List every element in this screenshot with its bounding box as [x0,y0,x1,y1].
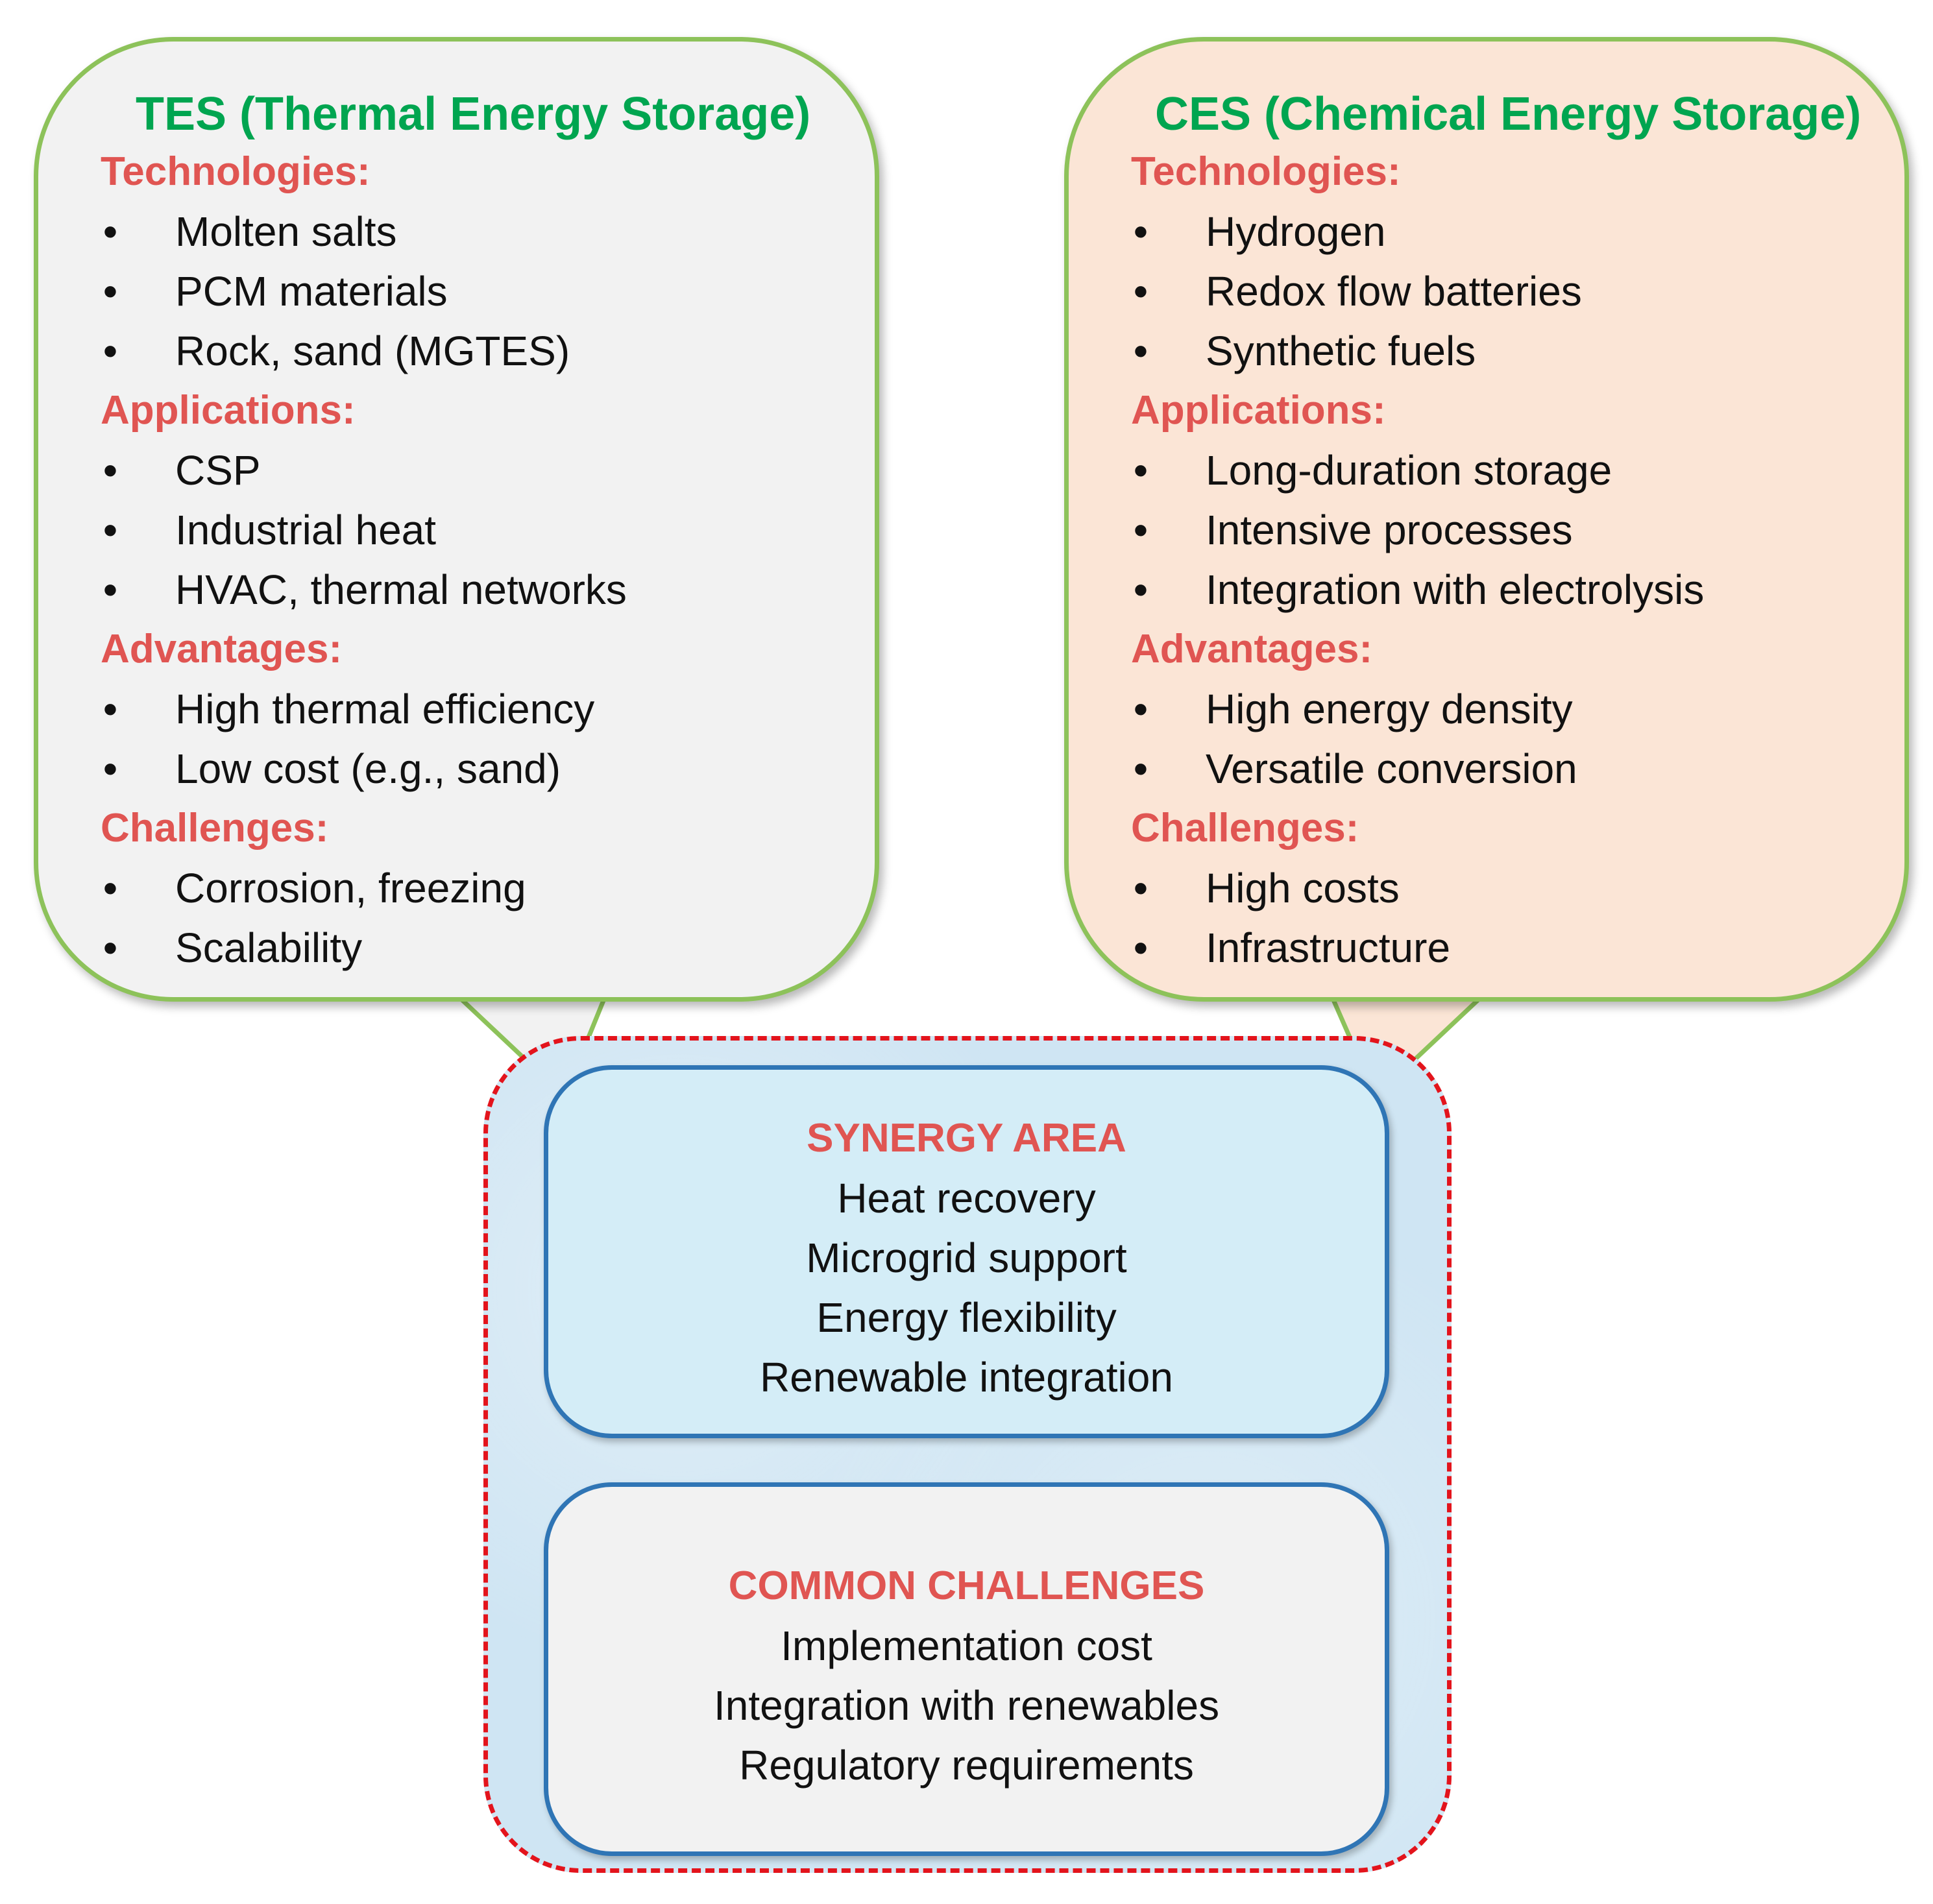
bullet-icon: • [103,865,118,911]
ces-list-item: •Long-duration storage [1131,440,1878,500]
tes-list-item: •Rock, sand (MGTES) [101,321,849,381]
tes-list-item: •Industrial heat [101,500,849,560]
tes-applications-heading: Applications: [101,388,356,433]
ces-advantages-heading: Advantages: [1131,627,1373,671]
tes-challenges-heading: Challenges: [101,806,329,850]
bullet-icon: • [1133,745,1149,792]
ces-applications-heading: Applications: [1131,388,1386,433]
bullet-icon: • [1133,208,1149,255]
bullet-icon: • [103,268,118,315]
bullet-icon: • [1133,686,1149,732]
common-challenge-item: Regulatory requirements [739,1742,1194,1789]
common-challenges-box: COMMON CHALLENGES Implementation cost In… [544,1482,1389,1856]
synergy-item: Energy flexibility [816,1294,1117,1341]
common-challenge-item: Implementation cost [781,1622,1152,1669]
ces-list-item: •High energy density [1131,679,1878,739]
tes-list-item: •CSP [101,440,849,500]
bullet-icon: • [103,566,118,613]
bullet-icon: • [103,507,118,553]
tes-list-item: •PCM materials [101,261,849,321]
ces-list-item: •Intensive processes [1131,500,1878,560]
common-challenges-content: COMMON CHALLENGES Implementation cost In… [548,1556,1385,1795]
bullet-icon: • [1133,865,1149,911]
tes-technologies-heading: Technologies: [101,149,371,194]
tes-list-item: •Low cost (e.g., sand) [101,739,849,799]
ces-list-item: •Integration with electrolysis [1131,560,1878,620]
bullet-icon: • [1133,566,1149,613]
synergy-area-box: SYNERGY AREA Heat recovery Microgrid sup… [544,1065,1389,1438]
bullet-icon: • [103,924,118,971]
bullet-icon: • [1133,507,1149,553]
tes-list-item: •High thermal efficiency [101,679,849,739]
ces-list-item: •Hydrogen [1131,202,1878,261]
tes-title: TES (Thermal Energy Storage) [136,88,811,140]
synergy-area-content: SYNERGY AREA Heat recovery Microgrid sup… [548,1109,1385,1407]
bullet-icon: • [103,208,118,255]
tes-callout-box: TES (Thermal Energy Storage) Technologie… [34,37,879,1002]
synergy-item: Microgrid support [806,1235,1127,1281]
bullet-icon: • [1133,924,1149,971]
bullet-icon: • [1133,447,1149,494]
ces-list-item: •Synthetic fuels [1131,321,1878,381]
ces-challenges-heading: Challenges: [1131,806,1359,850]
bullet-icon: • [103,447,118,494]
ces-callout-box: CES (Chemical Energy Storage) Technologi… [1064,37,1909,1002]
ces-list-item: •Redox flow batteries [1131,261,1878,321]
tes-list-item: •Molten salts [101,202,849,261]
tes-list-item: •Corrosion, freezing [101,858,849,918]
tes-list-item: •Scalability [101,918,849,978]
ces-list-item: •High costs [1131,858,1878,918]
bullet-icon: • [1133,328,1149,374]
tes-sections: Technologies: •Molten salts •PCM materia… [101,142,849,978]
common-challenge-item: Integration with renewables [713,1682,1220,1729]
bullet-icon: • [1133,268,1149,315]
common-challenges-heading: COMMON CHALLENGES [728,1563,1205,1608]
synergy-item: Heat recovery [837,1175,1096,1222]
synergy-area-heading: SYNERGY AREA [807,1116,1126,1161]
bullet-icon: • [103,328,118,374]
bullet-icon: • [103,686,118,732]
bullet-icon: • [103,745,118,792]
tes-advantages-heading: Advantages: [101,627,343,671]
ces-sections: Technologies: •Hydrogen •Redox flow batt… [1131,142,1878,978]
ces-title: CES (Chemical Energy Storage) [1155,88,1862,140]
ces-list-item: •Infrastructure [1131,918,1878,978]
ces-list-item: •Versatile conversion [1131,739,1878,799]
synergy-item: Renewable integration [760,1354,1173,1401]
tes-list-item: •HVAC, thermal networks [101,560,849,620]
ces-technologies-heading: Technologies: [1131,149,1401,194]
